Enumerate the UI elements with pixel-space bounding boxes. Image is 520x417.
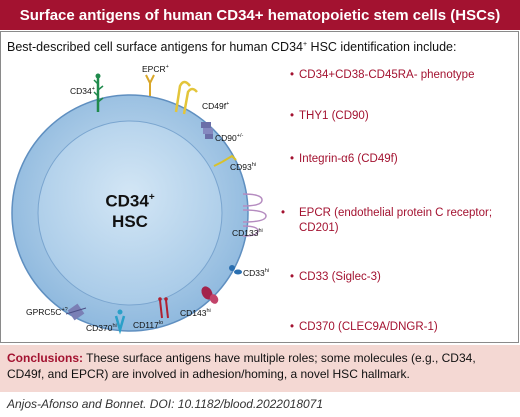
conclusion-box: Conclusions: These surface antigens have… xyxy=(0,345,520,392)
cd143-receptor-icon xyxy=(201,286,219,304)
cell-label-line2: HSC xyxy=(112,211,148,231)
bullet-item: •CD370 (CLEC9A/DNGR-1) xyxy=(290,321,438,333)
cd33-receptor-icon xyxy=(229,265,242,275)
bullet-item: •Integrin-α6 (CD49f) xyxy=(290,153,398,165)
cd34-receptor-icon xyxy=(93,73,104,112)
cd93-receptor-icon xyxy=(213,154,237,167)
cell-label-line1: CD34 xyxy=(105,191,149,211)
marker-label-cd370: CD370hi xyxy=(86,323,117,333)
cell-label: CD34+ HSC xyxy=(80,188,180,232)
title-banner: Surface antigens of human CD34+ hematopo… xyxy=(0,0,520,30)
marker-label-gprc5c: GPRC5C+? xyxy=(26,307,68,317)
cd49f-integrin-icon xyxy=(174,80,198,115)
intro-text-tail: HSC identification include: xyxy=(307,40,457,54)
intro-sup: + xyxy=(302,40,308,48)
marker-label-cd117: CD117lo xyxy=(133,320,164,330)
marker-label-cd93: CD93hi xyxy=(230,162,257,172)
marker-label-epcr: EPCR+ xyxy=(142,64,169,74)
gprc5c-receptor-icon xyxy=(65,303,87,321)
marker-label-cd90: CD90+/- xyxy=(215,133,244,143)
epcr-receptor-icon xyxy=(145,74,155,96)
cd90-receptor-icon xyxy=(201,122,213,139)
marker-label-cd49f: CD49f+ xyxy=(202,101,230,111)
page-title: Surface antigens of human CD34+ hematopo… xyxy=(19,6,501,24)
cell-label-sup: + xyxy=(148,192,155,203)
bullet-item: •CD33 (Siglec-3) xyxy=(290,271,381,283)
intro-text: Best-described cell surface antigens for… xyxy=(7,40,456,54)
marker-label-cd33: CD33hi xyxy=(243,268,270,278)
cd370-receptor-icon xyxy=(114,309,126,335)
citation: Anjos-Afonso and Bonnet. DOI: 10.1182/bl… xyxy=(7,397,324,411)
intro-text-main: Best-described cell surface antigens for… xyxy=(7,40,303,54)
marker-label-cd34: CD34+ xyxy=(70,86,95,96)
bullet-item: •THY1 (CD90) xyxy=(290,110,369,122)
conclusion-text: These surface antigens have multiple rol… xyxy=(7,351,476,381)
bullet-item: •CD34+CD38-CD45RA- phenotype xyxy=(290,69,475,81)
cd133-receptor-icon xyxy=(242,193,267,237)
conclusion-label: Conclusions: xyxy=(7,351,84,365)
marker-label-cd133: CD133hi xyxy=(232,228,263,238)
bullet-item: •EPCR (endothelial protein C receptor; C… xyxy=(281,207,493,234)
cell-nucleus xyxy=(37,120,223,306)
cd117-receptor-icon xyxy=(158,297,169,319)
marker-label-cd143: CD143hi xyxy=(180,308,211,318)
